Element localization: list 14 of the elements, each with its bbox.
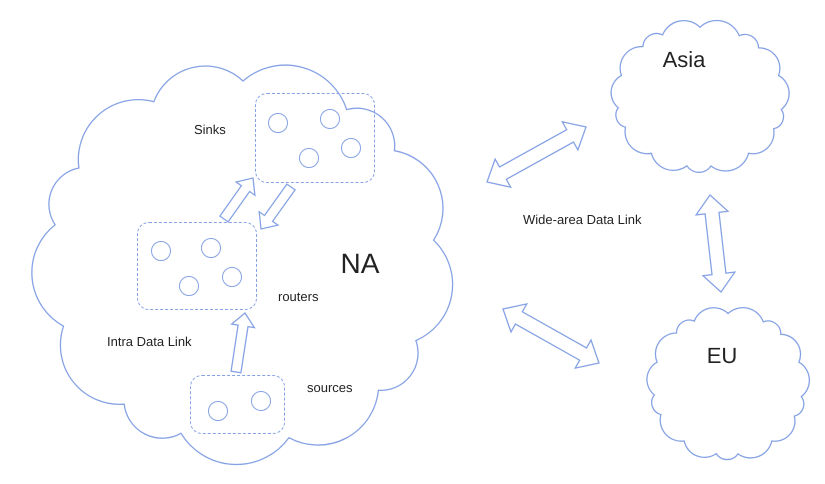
region-label: Asia bbox=[662, 47, 706, 73]
link-label: Wide-area Data Link bbox=[523, 212, 642, 227]
block-arrow bbox=[219, 177, 256, 223]
group-label: Sinks bbox=[194, 122, 226, 137]
block-arrow bbox=[230, 312, 256, 374]
block-arrow bbox=[258, 183, 296, 230]
region-label: NA bbox=[340, 248, 380, 280]
block-arrow bbox=[502, 302, 600, 370]
block-arrow bbox=[694, 194, 736, 293]
link-label: Intra Data Link bbox=[107, 334, 192, 349]
group-label: routers bbox=[278, 289, 318, 304]
region-label: EU bbox=[706, 343, 738, 369]
group-label: sources bbox=[307, 380, 353, 395]
block-arrow bbox=[486, 120, 587, 188]
